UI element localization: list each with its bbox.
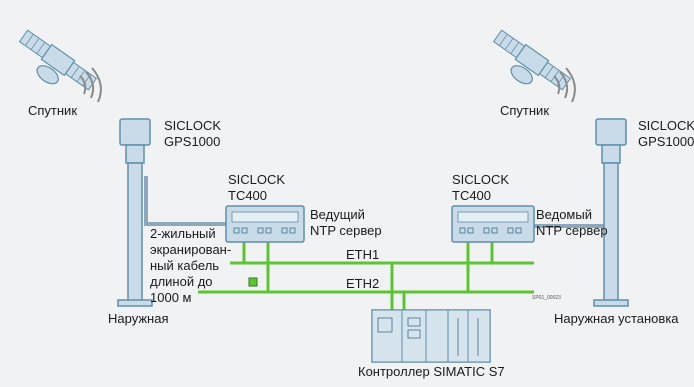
signal-waves-left [79, 67, 102, 103]
satellite-label-left: Спутник [28, 103, 78, 118]
cable-note-5: 1000 м [150, 290, 192, 305]
tc-left-name: SICLOCK [228, 172, 286, 187]
simatic-s7-controller [371, 309, 491, 363]
gps-left-model: GPS1000 [164, 134, 221, 149]
satellite-label-right: Спутник [500, 103, 550, 118]
master-role-label: Ведущий [310, 207, 365, 222]
satellite-icon-left [18, 29, 98, 91]
ethernet-port [248, 277, 258, 287]
tc-right-name: SICLOCK [452, 172, 510, 187]
gps-antenna-left [117, 118, 153, 307]
outdoor-label-left: Наружная [108, 311, 169, 326]
cable-note-3: ный кабель [150, 258, 220, 273]
controller-label: Контроллер SIMATIC S7 [358, 364, 505, 379]
eth1-label: ETH1 [346, 247, 380, 262]
cable-note-4: длиной до [150, 274, 213, 289]
ethernet-lines [198, 242, 534, 312]
master-ntp-label: NTP сервер [310, 223, 382, 238]
gps-antenna-right [593, 118, 629, 307]
slave-ntp-label: NTP сервер [536, 223, 608, 238]
cable-left [144, 176, 226, 226]
tc400-left [225, 205, 305, 243]
gps-left-name: SICLOCK [164, 118, 222, 133]
cable-note-1: 2-жильный [150, 226, 216, 241]
slave-role-label: Ведомый [536, 207, 592, 222]
figure-code: SP01_00023 [532, 295, 561, 301]
cable-note-2: экранирован- [150, 242, 232, 257]
eth2-label: ETH2 [346, 276, 380, 291]
signal-waves-right [553, 67, 576, 103]
tc-left-model: TC400 [228, 188, 268, 203]
tc-right-model: TC400 [452, 188, 492, 203]
tc400-right [451, 205, 535, 243]
gps-right-model: GPS1000 [638, 134, 694, 149]
gps-right-name: SICLOCK [638, 118, 694, 133]
outdoor-label-right: Наружная установка [554, 311, 679, 326]
